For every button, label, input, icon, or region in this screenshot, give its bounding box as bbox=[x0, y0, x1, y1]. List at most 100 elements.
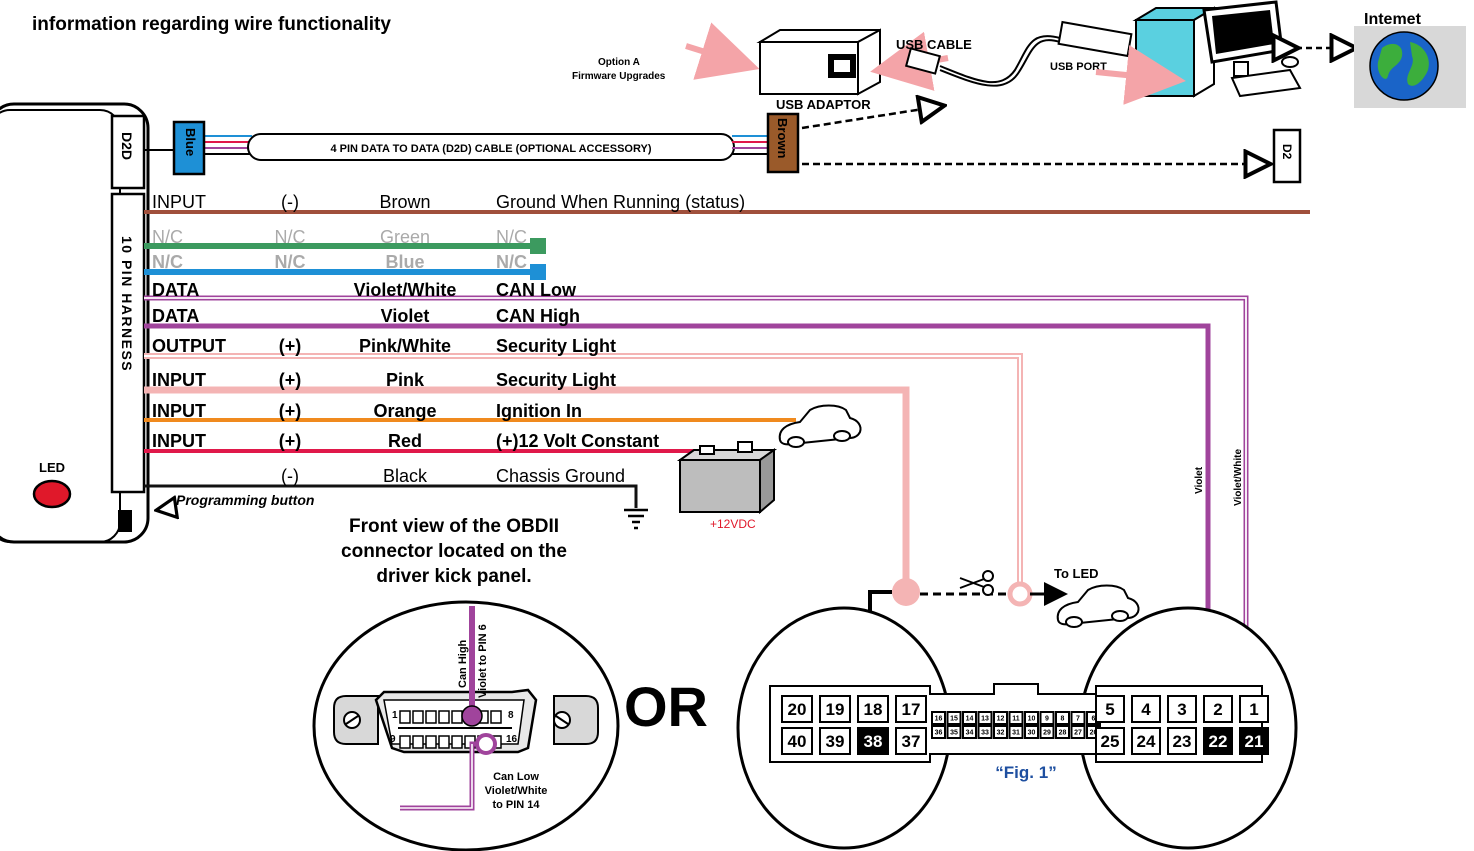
wire-pink bbox=[144, 386, 910, 582]
connector-pin-22 bbox=[1203, 727, 1233, 755]
connector-pin-27 bbox=[1070, 725, 1086, 739]
wire-pol-0: (-) bbox=[281, 192, 299, 212]
wire-color-name-0: Brown bbox=[379, 192, 430, 212]
connector-pin-28 bbox=[1055, 725, 1070, 739]
programming-button-label[interactable]: Programming button bbox=[176, 492, 314, 508]
connector-pin-label-32: 32 bbox=[997, 730, 1005, 737]
connector-pin-2 bbox=[1203, 695, 1233, 723]
d2d-cable-label: 4 PIN DATA TO DATA (D2D) CABLE (OPTIONAL… bbox=[330, 143, 651, 155]
connector-pin-16 bbox=[931, 711, 946, 725]
option-a-label: Option A bbox=[598, 57, 640, 68]
d2d-cable bbox=[144, 112, 800, 176]
connector-pin-7 bbox=[1070, 711, 1086, 725]
d2-box bbox=[1272, 128, 1302, 184]
connector-pin-label-18: 18 bbox=[864, 700, 883, 719]
obd-connector bbox=[312, 600, 620, 851]
obd-caption-2: connector located on the bbox=[341, 541, 567, 562]
wire-type-7: INPUT bbox=[152, 401, 206, 421]
obd-pin-1: 1 bbox=[392, 710, 398, 721]
obd-caption-3: driver kick panel. bbox=[376, 566, 531, 587]
connector-pin-32 bbox=[993, 725, 1008, 739]
can-high-pin-dot bbox=[461, 705, 483, 727]
wire-color-name-7: Orange bbox=[373, 401, 436, 421]
connector-pin-label-23: 23 bbox=[1173, 732, 1192, 751]
obd-pin-cell bbox=[412, 710, 424, 724]
connector-pin-15 bbox=[946, 711, 962, 725]
connector-pin-label-38: 38 bbox=[864, 732, 883, 751]
header-text-cut: — — — — — — — — — — — — — — — bbox=[32, 0, 391, 9]
connector-pin-label-26: 26 bbox=[1090, 730, 1098, 737]
blue-plug bbox=[172, 120, 206, 176]
wire-func-2: N/C bbox=[496, 252, 527, 272]
wire-color-name-3: Violet/White bbox=[354, 280, 457, 300]
connector-pin-10 bbox=[1024, 711, 1039, 725]
wire-pol-7: (+) bbox=[279, 401, 302, 421]
battery-icon bbox=[676, 441, 778, 515]
obd-pin-cell bbox=[490, 710, 502, 724]
connector-pin-30 bbox=[1024, 725, 1039, 739]
ground-symbol-icon bbox=[624, 508, 648, 530]
usb-port-label: USB PORT bbox=[1050, 61, 1107, 73]
led-label: LED bbox=[39, 460, 65, 475]
wire-color-name-1: Green bbox=[380, 227, 430, 247]
connector-pin-label-28: 28 bbox=[1059, 730, 1067, 737]
connector-pin-label-20: 20 bbox=[788, 700, 807, 719]
wire-pol-2: N/C bbox=[275, 252, 306, 272]
led-indicator bbox=[32, 479, 72, 509]
connector-pin-33 bbox=[977, 725, 993, 739]
wire-func-6: Security Light bbox=[496, 370, 616, 390]
connector-pin-label-16: 16 bbox=[935, 716, 943, 723]
connector-pin-18 bbox=[857, 695, 889, 723]
connector-pin-label-24: 24 bbox=[1137, 732, 1156, 751]
obd-pin-8: 8 bbox=[508, 710, 514, 721]
to-pin14-label: to PIN 14 bbox=[492, 799, 540, 811]
scissors-icon bbox=[959, 570, 994, 596]
obd-pin-cell bbox=[438, 735, 450, 749]
connector-pin-21 bbox=[1239, 727, 1269, 755]
wire-color-name-6: Pink bbox=[386, 370, 425, 390]
violet-pin6-label: Violet to PIN 6 bbox=[477, 624, 489, 698]
obd-pin-16: 16 bbox=[506, 734, 518, 745]
connector-pin-39 bbox=[819, 727, 851, 755]
obd-pin-cell bbox=[425, 735, 437, 749]
car-icon-2 bbox=[1056, 584, 1140, 628]
wire-black bbox=[144, 484, 638, 508]
obd-pin-cell bbox=[438, 710, 450, 724]
pink-white-junction bbox=[1007, 581, 1033, 607]
connector-pin-14 bbox=[962, 711, 977, 725]
brown-plug-label: Brown bbox=[775, 118, 790, 159]
connector-pin-24 bbox=[1131, 727, 1161, 755]
firmware-label: Firmware Upgrades bbox=[572, 71, 666, 82]
wire-func-9: Chassis Ground bbox=[496, 466, 625, 486]
connector-pin-3 bbox=[1167, 695, 1197, 723]
connector-pin-8 bbox=[1055, 711, 1070, 725]
to-led-label: To LED bbox=[1054, 566, 1099, 581]
connector-pin-label-21: 21 bbox=[1245, 732, 1264, 751]
obd-pin-cell bbox=[451, 735, 463, 749]
obd-caption-1: Front view of the OBDII bbox=[349, 516, 559, 537]
wire-violet bbox=[144, 323, 1211, 702]
connector-pin-label-27: 27 bbox=[1074, 730, 1082, 737]
d2d-to-usb-arrow bbox=[801, 106, 942, 130]
connector-pin-36 bbox=[931, 725, 946, 739]
obd-pin-cell bbox=[451, 710, 463, 724]
obd-pin-cell bbox=[399, 735, 411, 749]
wire-type-6: INPUT bbox=[152, 370, 206, 390]
connector-pin-13 bbox=[977, 711, 993, 725]
wire-type-4: DATA bbox=[152, 306, 199, 326]
connector-pin-34 bbox=[962, 725, 977, 739]
can-low-label: Can Low bbox=[493, 771, 539, 783]
connector-pin-label-8: 8 bbox=[1061, 716, 1065, 723]
obd-pin-cell bbox=[425, 710, 437, 724]
blue-plug-label: Blue bbox=[183, 128, 198, 156]
wire-func-3: CAN Low bbox=[496, 280, 577, 300]
connector-pin-label-17: 17 bbox=[902, 700, 921, 719]
wire-pol-5: (+) bbox=[279, 336, 302, 356]
brown-plug bbox=[766, 112, 800, 174]
wire-color-name-9: Black bbox=[383, 466, 428, 486]
pink-junction bbox=[892, 578, 920, 606]
usb-cable-icon bbox=[904, 20, 1133, 87]
wire-func-4: CAN High bbox=[496, 306, 580, 326]
wire-type-2: N/C bbox=[152, 252, 183, 272]
